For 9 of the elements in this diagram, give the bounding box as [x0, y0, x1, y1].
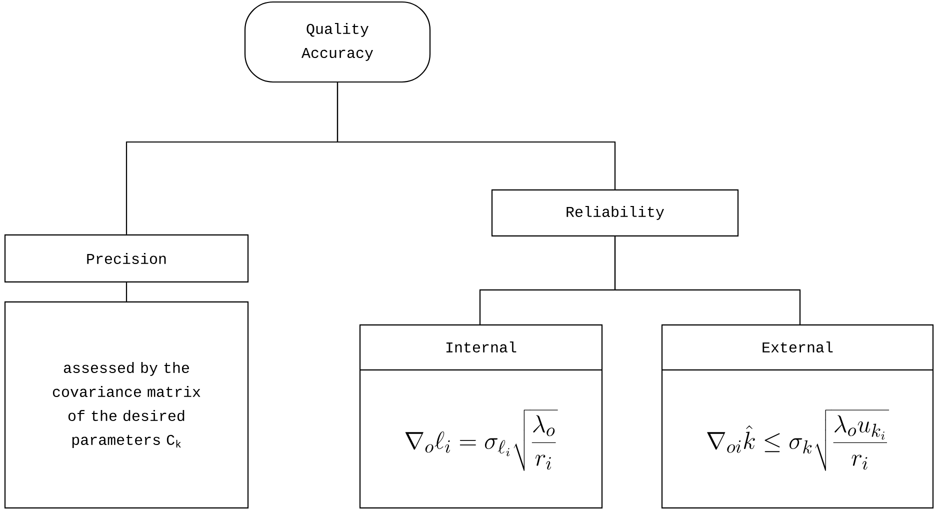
- formula-box: External $\nabla_{oi}\hat{k} \leq \sigma_{k}\sqrt{\frac{\lambda_{o}u_{k_{i}}}{r_{i}}}$: [661, 324, 934, 509]
- process-box: assessed by the covariance matrix of the desired parameters C$_{k}$: [4, 301, 249, 509]
- connector-line: [614, 236, 801, 325]
- connector-line: [336, 82, 616, 190]
- connector-line: [126, 282, 128, 302]
- process-box: Reliability: [491, 189, 739, 237]
- process-box: Precision: [4, 234, 249, 283]
- terminal-box: Quality Accuracy: [244, 1, 431, 83]
- formula-box: Internal $\nabla_{o}\ell_{i} = \sigma_{\ell_{i}}\sqrt{\frac{\lambda_{o}}{r_{i}}}$: [359, 324, 603, 509]
